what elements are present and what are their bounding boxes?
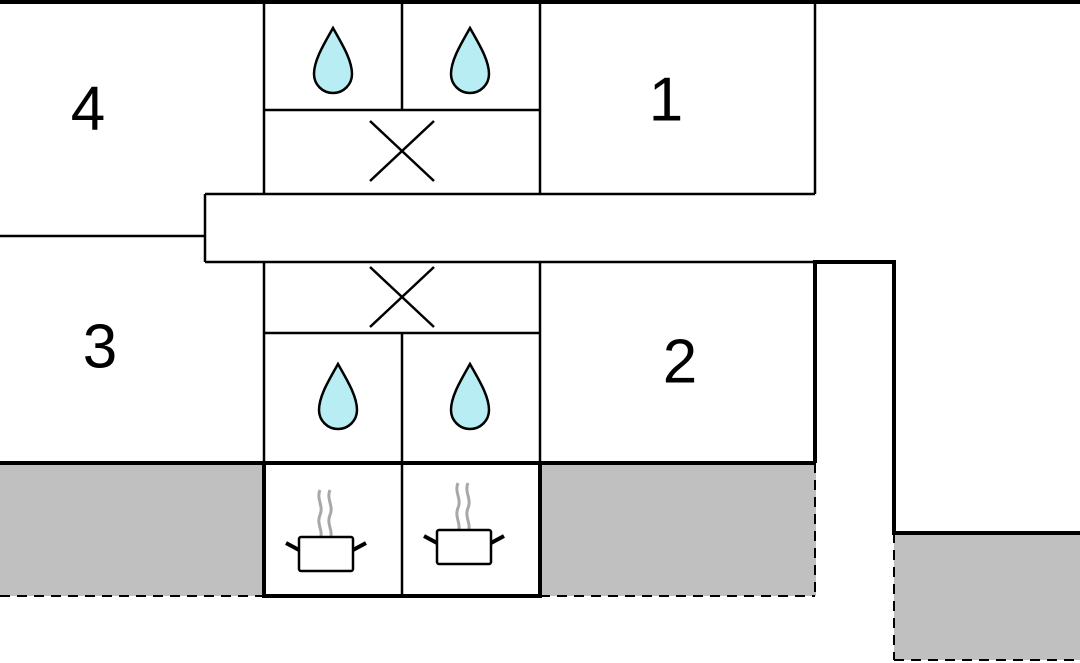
cooking-pot-icon (285, 489, 367, 573)
dashed-boundaries (0, 463, 1080, 661)
water-drop-icon (449, 25, 491, 95)
room-3-label: 3 (83, 312, 117, 381)
shaded-areas (0, 463, 1080, 660)
room-2-label: 2 (663, 327, 697, 396)
shaded-area-left (0, 463, 264, 596)
water-drop-icon (312, 25, 354, 95)
room-4-label: 4 (71, 74, 105, 143)
cooking-pot-icon (423, 482, 505, 566)
water-drop-icon (317, 361, 359, 431)
room-1-label: 1 (649, 65, 683, 134)
thick-walls (0, 260, 1080, 598)
cross-icon (369, 120, 435, 182)
water-drop-icon (449, 361, 491, 431)
shaded-area-right (894, 534, 1080, 660)
cross-icon (369, 266, 435, 328)
shaded-area-middle (540, 463, 816, 596)
